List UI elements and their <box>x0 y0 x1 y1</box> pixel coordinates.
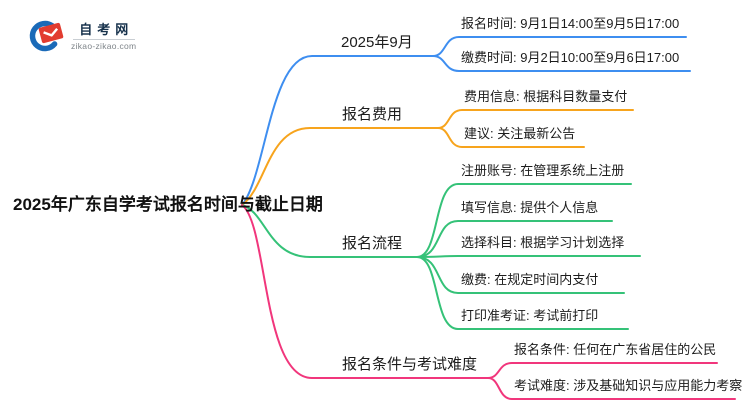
child-node-difficulty[interactable]: 考试难度: 涉及基础知识与应用能力考察 <box>514 378 743 393</box>
child-node-choose-subject[interactable]: 选择科目: 根据学习计划选择 <box>461 235 625 250</box>
child-line-fill-info <box>416 220 613 258</box>
logo-text: 自考网 zikao-zikao.com <box>71 22 136 51</box>
child-node-fee-info[interactable]: 费用信息: 根据科目数量支付 <box>464 89 628 104</box>
child-line-pay <box>416 256 625 294</box>
logo-cap <box>38 22 64 44</box>
logo-divider <box>72 38 135 40</box>
child-line-choose-subject <box>416 255 641 258</box>
child-node-pay[interactable]: 缴费: 在规定时间内支付 <box>461 272 599 287</box>
child-line-register <box>416 183 632 258</box>
child-node-payment-time[interactable]: 缴费时间: 9月2日10:00至9月6日17:00 <box>461 50 680 65</box>
child-node-print-ticket[interactable]: 打印准考证: 考试前打印 <box>461 308 599 323</box>
child-line-print-ticket <box>416 256 629 330</box>
branch-label-fee[interactable]: 报名费用 <box>342 106 403 123</box>
child-node-registration-time[interactable]: 报名时间: 9月1日14:00至9月5日17:00 <box>461 16 680 31</box>
child-node-condition[interactable]: 报名条件: 任何在广东省居住的公民 <box>514 342 717 357</box>
child-line-fee-advice <box>437 127 585 148</box>
child-node-fill-info[interactable]: 填写信息: 提供个人信息 <box>461 200 599 215</box>
child-line-difficulty <box>487 377 736 400</box>
graduation-cap-icon <box>29 20 64 52</box>
logo-site-name: 自考网 <box>79 21 134 37</box>
central-topic[interactable]: 2025年广东自学考试报名时间与截止日期 <box>13 195 323 214</box>
child-node-fee-advice[interactable]: 建议: 关注最新公告 <box>464 126 576 141</box>
branch-label-september[interactable]: 2025年9月 <box>341 34 413 51</box>
branch-label-conditions[interactable]: 报名条件与考试难度 <box>342 356 478 373</box>
child-line-baoming-time <box>432 36 687 57</box>
child-line-fee-info <box>437 109 634 129</box>
logo-site-url: zikao-zikao.com <box>71 40 137 51</box>
branch-line-september <box>241 55 434 206</box>
branch-label-process[interactable]: 报名流程 <box>342 235 403 252</box>
logo-crescent <box>29 20 58 52</box>
child-node-register-account[interactable]: 注册账号: 在管理系统上注册 <box>461 163 625 178</box>
child-line-jiaofei-time <box>432 55 691 72</box>
branch-line-conditions <box>241 204 489 379</box>
child-line-condition <box>487 362 718 379</box>
site-logo[interactable]: 自考网 zikao-zikao.com <box>28 18 136 54</box>
branch-line-process <box>241 204 418 258</box>
branch-line-fee <box>241 127 439 206</box>
